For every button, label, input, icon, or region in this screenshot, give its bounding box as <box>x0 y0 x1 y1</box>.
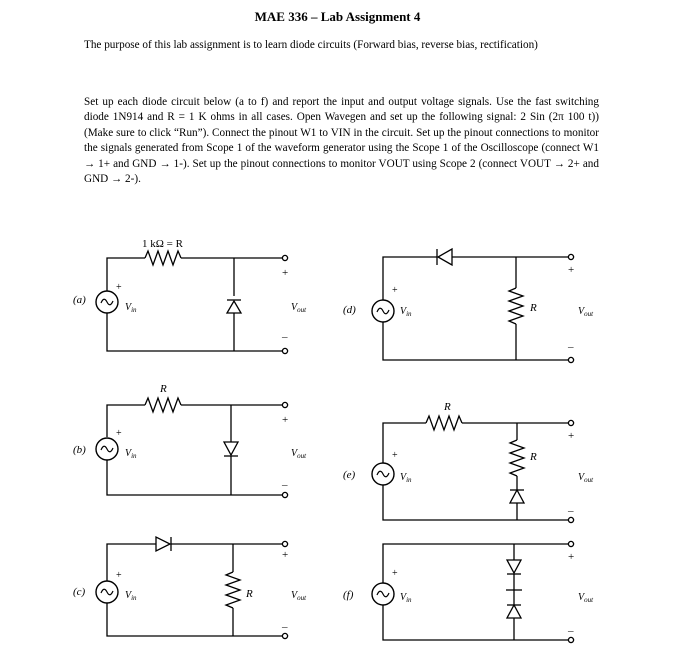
label-a: (a) <box>73 294 86 306</box>
svg-text:+: + <box>282 267 288 279</box>
vin-label-c: Vin <box>125 590 137 602</box>
vout-label-b: Vout <box>291 448 307 460</box>
vin-label-b: Vin <box>125 448 137 460</box>
vin-label-e: Vin <box>400 472 412 484</box>
resistor2-label-e: R <box>529 451 537 463</box>
resistor-label-b: R <box>159 383 167 395</box>
svg-text:+: + <box>568 551 574 563</box>
svg-text:+: + <box>392 285 398 296</box>
label-d: (d) <box>343 304 356 316</box>
diode-e <box>508 488 526 504</box>
svg-text:+: + <box>116 428 122 439</box>
circuit-a <box>106 249 283 352</box>
label-c: (c) <box>73 586 86 598</box>
resistor-e-shunt <box>508 439 526 477</box>
svg-text:–: – <box>567 505 574 517</box>
diode-d <box>436 247 453 267</box>
circuit-c <box>106 535 283 637</box>
vout-label-c: Vout <box>291 590 307 602</box>
resistor-a <box>144 249 182 267</box>
svg-text:+: + <box>282 549 288 561</box>
label-e: (e) <box>343 469 356 481</box>
label-f: (f) <box>343 589 354 601</box>
diode-b <box>222 441 240 457</box>
resistor-b <box>144 396 182 414</box>
vout-label-e: Vout <box>578 472 594 484</box>
diode-f-lower <box>505 603 523 619</box>
vout-label-f: Vout <box>578 592 594 604</box>
circuit-e <box>382 414 569 521</box>
svg-text:+: + <box>116 282 122 293</box>
resistor-d <box>507 287 525 325</box>
circuit-b <box>106 396 283 496</box>
svg-text:–: – <box>281 621 288 633</box>
svg-text:–: – <box>281 331 288 343</box>
intro-paragraph: The purpose of this lab assignment is to… <box>84 39 538 51</box>
instructions-paragraph: Set up each diode circuit below (a to f)… <box>84 96 599 186</box>
resistor-label-a: 1 kΩ = R <box>142 238 184 250</box>
svg-text:+: + <box>282 414 288 426</box>
svg-text:+: + <box>116 570 122 581</box>
diode-a <box>225 299 243 314</box>
svg-text:–: – <box>567 625 574 637</box>
diode-f-upper <box>505 559 523 575</box>
svg-text:+: + <box>568 430 574 442</box>
vout-label-a: Vout <box>291 302 307 314</box>
diode-c <box>155 535 172 553</box>
svg-text:–: – <box>567 341 574 353</box>
resistor-label-c: R <box>245 588 253 600</box>
circuit-d <box>382 247 569 361</box>
resistor-c <box>224 571 242 609</box>
resistor-e-series <box>425 414 463 432</box>
svg-text:+: + <box>392 450 398 461</box>
resistor-label-e: R <box>443 401 451 413</box>
svg-text:+: + <box>392 568 398 579</box>
svg-text:+: + <box>568 264 574 276</box>
vin-label-d: Vin <box>400 306 412 318</box>
vin-label-f: Vin <box>400 592 412 604</box>
label-b: (b) <box>73 444 86 456</box>
page-title: MAE 336 – Lab Assignment 4 <box>254 9 421 24</box>
vout-label-d: Vout <box>578 306 594 318</box>
circuit-f <box>382 543 569 641</box>
svg-text:–: – <box>281 479 288 491</box>
resistor-label-d: R <box>529 302 537 314</box>
vin-label-a: Vin <box>125 302 137 314</box>
